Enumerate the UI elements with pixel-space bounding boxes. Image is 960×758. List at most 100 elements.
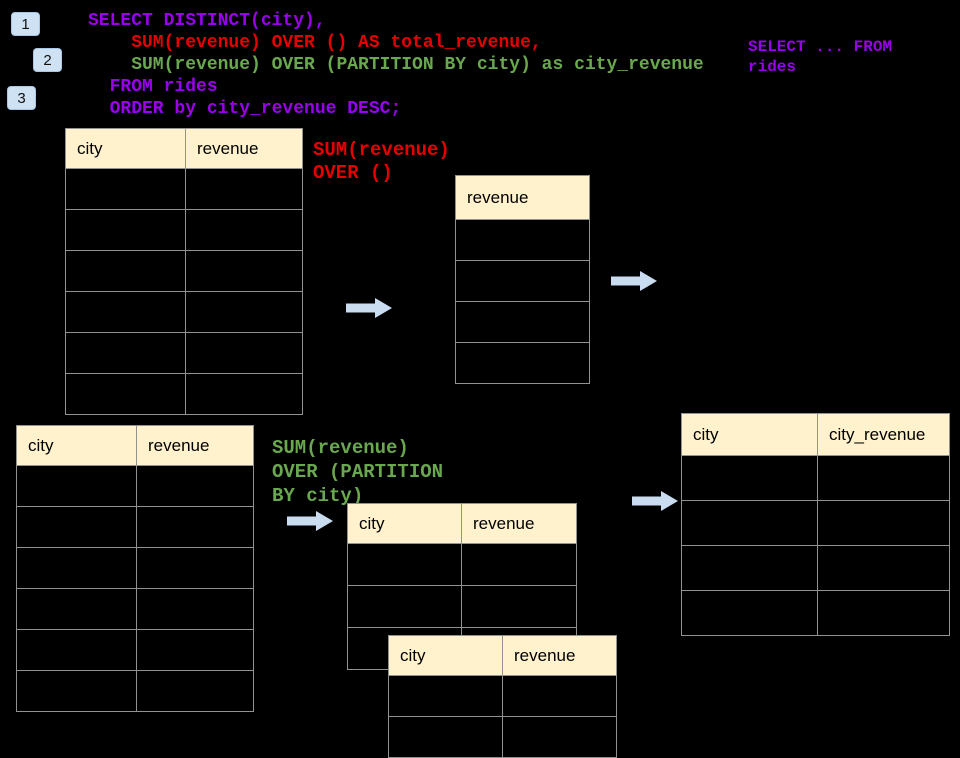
table-cell	[136, 629, 254, 671]
column-header: revenue	[461, 503, 577, 544]
sql-code-line: SELECT DISTINCT(city),	[88, 11, 326, 31]
table-row	[681, 590, 950, 636]
text-line: OVER ()	[313, 162, 393, 184]
arrow-right-icon	[346, 297, 392, 319]
table-cell	[455, 342, 590, 384]
table-cell	[347, 585, 462, 628]
table-row	[65, 373, 303, 415]
text-line: rides	[748, 58, 797, 76]
table-row	[16, 629, 254, 671]
table-row	[65, 332, 303, 374]
table-cell	[185, 291, 303, 333]
column-header: revenue	[502, 635, 617, 676]
table-cell	[136, 547, 254, 589]
table-cell	[388, 675, 503, 717]
table-cell	[16, 506, 137, 548]
table-cell	[65, 250, 186, 292]
column-header: revenue	[455, 175, 590, 220]
column-header: city	[16, 425, 137, 466]
table-row	[681, 545, 950, 591]
table-cell	[681, 590, 818, 636]
table-cell	[65, 168, 186, 210]
table-cell	[817, 590, 950, 636]
column-header: revenue	[136, 425, 254, 466]
column-header: city	[347, 503, 462, 544]
table-row	[455, 301, 590, 343]
table-cell	[16, 547, 137, 589]
table-row	[681, 500, 950, 546]
table-cell	[16, 670, 137, 712]
sql-query-code: SELECT DISTINCT(city), SUM(revenue) OVER…	[88, 10, 704, 120]
step-badge-3: 3	[7, 86, 36, 110]
table-cell	[65, 332, 186, 374]
table-row	[16, 465, 254, 507]
table-row	[681, 455, 950, 501]
text-line: BY city)	[272, 485, 364, 507]
text-line: SUM(revenue)	[313, 139, 450, 161]
arrow-right-icon	[611, 270, 657, 292]
arrow-right-icon	[632, 490, 678, 512]
table-row	[455, 219, 590, 261]
column-header: revenue	[185, 128, 303, 169]
sql-code-line: SUM(revenue) OVER (PARTITION BY city) as…	[88, 55, 704, 75]
table-cell	[136, 670, 254, 712]
table-cell	[16, 588, 137, 630]
text-line: SUM(revenue)	[272, 437, 409, 459]
table-row	[65, 291, 303, 333]
table-cell	[681, 500, 818, 546]
column-header: city_revenue	[817, 413, 950, 456]
table-cell	[136, 588, 254, 630]
arrow-right-icon	[287, 510, 333, 532]
table-cell	[65, 209, 186, 251]
table-header-row: revenue	[455, 175, 590, 220]
table-cell	[455, 260, 590, 302]
table-cell	[16, 465, 137, 507]
column-header: city	[388, 635, 503, 676]
table-row	[388, 716, 617, 758]
table-cell	[185, 168, 303, 210]
table-row	[455, 260, 590, 302]
text-line: SELECT ... FROM	[748, 38, 893, 56]
table-row	[455, 342, 590, 384]
table-cell	[817, 455, 950, 501]
text-line: OVER (PARTITION	[272, 461, 444, 483]
table-cell	[65, 291, 186, 333]
annotation-sum-over-total: SUM(revenue)OVER ()	[313, 139, 450, 185]
column-header: city	[65, 128, 186, 169]
table-row	[347, 543, 577, 586]
table-row	[65, 168, 303, 210]
table-row	[16, 547, 254, 589]
table-total-revenue: revenue	[455, 175, 590, 384]
table-row	[65, 250, 303, 292]
sql-code-line: SUM(revenue) OVER () AS total_revenue,	[88, 33, 542, 53]
table-cell	[461, 585, 577, 628]
table-row	[347, 585, 577, 628]
table-cell	[502, 675, 617, 717]
table-cell	[388, 716, 503, 758]
table-row	[16, 588, 254, 630]
table-row	[388, 675, 617, 717]
table-cell	[817, 545, 950, 591]
table-cell	[185, 209, 303, 251]
table-cell	[461, 543, 577, 586]
table-cell	[681, 545, 818, 591]
table-cell	[817, 500, 950, 546]
table-row	[65, 209, 303, 251]
table-cell	[347, 543, 462, 586]
table-cell	[16, 629, 137, 671]
table-cell	[185, 332, 303, 374]
sql-code-line: FROM rides	[88, 77, 218, 97]
table-cell	[681, 455, 818, 501]
step-badge-1: 1	[11, 12, 40, 36]
table-cell	[455, 219, 590, 261]
table-cell	[136, 506, 254, 548]
table-cell	[185, 373, 303, 415]
table-cell	[185, 250, 303, 292]
table-cell	[502, 716, 617, 758]
